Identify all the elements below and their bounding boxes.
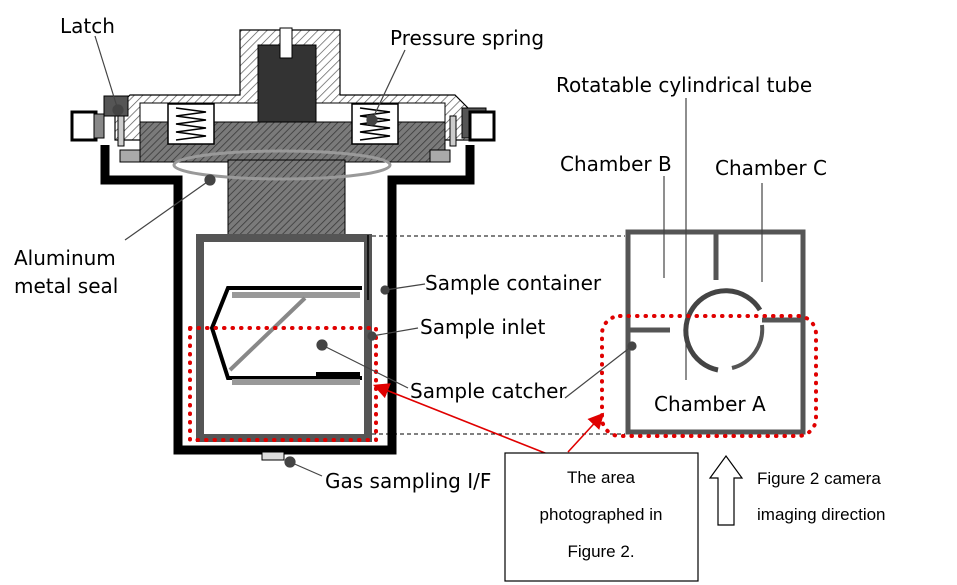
aluminum-seal-ring xyxy=(172,149,392,181)
center-plunger xyxy=(257,44,317,136)
callout-line-3: Figure 2. xyxy=(567,542,634,561)
callout-line-1: The area xyxy=(567,468,636,487)
label-rotatable-tube: Rotatable cylindrical tube xyxy=(556,73,812,97)
sample-catcher xyxy=(209,286,362,385)
latch-left xyxy=(70,95,129,147)
spring-left xyxy=(167,103,215,145)
camera-note-line-1: Figure 2 camera xyxy=(757,469,881,488)
latch-right xyxy=(449,107,496,147)
label-latch: Latch xyxy=(60,14,115,38)
label-chamber-a: Chamber A xyxy=(654,392,766,416)
label-sample-container: Sample container xyxy=(425,271,602,295)
highlight-region-vessel xyxy=(188,326,378,442)
label-sample-inlet: Sample inlet xyxy=(420,315,545,339)
rotatable-tube-arc xyxy=(683,288,763,373)
label-gas-sampling: Gas sampling I/F xyxy=(325,469,491,493)
sample-container xyxy=(196,234,372,442)
callout-box xyxy=(504,452,699,582)
label-chamber-c: Chamber C xyxy=(715,156,827,180)
callout-arrows xyxy=(373,383,605,456)
callout-line-2: photographed in xyxy=(540,505,663,524)
gas-sampling-port xyxy=(261,451,285,461)
label-pressure-spring: Pressure spring xyxy=(390,26,544,50)
label-aluminum-seal-1: Aluminum xyxy=(14,246,116,270)
label-chamber-b: Chamber B xyxy=(560,152,672,176)
chamber-schematic xyxy=(625,229,806,435)
leader-lines xyxy=(94,35,763,477)
highlight-region-chamber xyxy=(600,314,818,438)
label-sample-catcher: Sample catcher xyxy=(410,379,567,403)
camera-note-line-2: imaging direction xyxy=(757,505,886,524)
label-aluminum-seal-2: metal seal xyxy=(14,274,118,298)
vessel-body xyxy=(100,145,475,455)
camera-direction-arrow xyxy=(708,454,744,526)
